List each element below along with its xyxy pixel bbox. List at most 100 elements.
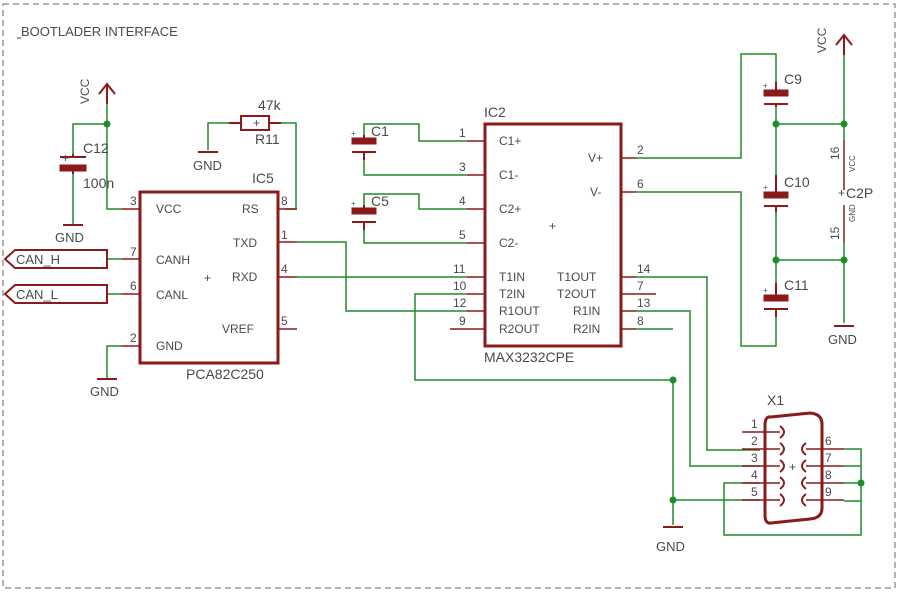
- svg-text:C2P: C2P: [846, 185, 873, 201]
- svg-text:C1: C1: [371, 123, 389, 139]
- svg-text:1: 1: [751, 417, 758, 431]
- resistor-r11: + 47k R11: [229, 97, 282, 147]
- svg-text:100n: 100n: [83, 175, 114, 191]
- svg-text:IC5: IC5: [252, 170, 274, 186]
- capacitor-c12: + C12 100n: [59, 140, 114, 191]
- capacitor-c11: + C11: [763, 277, 809, 317]
- svg-text:8: 8: [637, 314, 644, 328]
- svg-text:4: 4: [459, 194, 466, 208]
- svg-text:+: +: [763, 286, 768, 295]
- capacitor-c5: + C5: [351, 193, 389, 230]
- capacitor-c1: + C1: [351, 123, 389, 160]
- svg-text:3: 3: [751, 451, 758, 465]
- svg-text:T1IN: T1IN: [499, 270, 525, 284]
- svg-text:3: 3: [459, 160, 466, 174]
- svg-text:11: 11: [453, 262, 466, 276]
- c2p-power-pins: 16 15 VCC GND + C2P: [828, 140, 873, 242]
- svg-text:5: 5: [459, 228, 466, 242]
- svg-text:13: 13: [637, 296, 651, 310]
- wires: [72, 53, 862, 536]
- svg-text:+: +: [838, 186, 845, 200]
- svg-text:PCA82C250: PCA82C250: [186, 366, 264, 382]
- svg-text:GND: GND: [55, 230, 84, 245]
- svg-text:2: 2: [130, 331, 137, 345]
- svg-text:+: +: [549, 219, 556, 233]
- capacitor-c9: + C9: [763, 71, 802, 107]
- svg-text:+: +: [204, 271, 211, 285]
- drawing-frame: [2, 3, 896, 589]
- svg-text:2: 2: [637, 143, 644, 157]
- svg-text:8: 8: [281, 194, 288, 208]
- svg-text:6: 6: [637, 177, 644, 191]
- svg-text:CANH: CANH: [156, 253, 190, 267]
- gnd-c12-symbol: GND: [55, 224, 84, 245]
- svg-text:3: 3: [130, 194, 137, 208]
- svg-text:X1: X1: [767, 392, 784, 408]
- svg-text:GND: GND: [193, 158, 222, 173]
- svg-text:CANL: CANL: [156, 288, 188, 302]
- svg-text:10: 10: [453, 279, 467, 293]
- svg-text:RXD: RXD: [232, 270, 258, 284]
- svg-text:+: +: [351, 129, 356, 138]
- svg-text:GND: GND: [90, 384, 119, 399]
- svg-text:1: 1: [459, 126, 466, 140]
- svg-text:R2IN: R2IN: [573, 322, 600, 336]
- svg-text:+: +: [253, 116, 260, 130]
- svg-text:IC2: IC2: [484, 104, 506, 120]
- svg-text:1: 1: [281, 228, 288, 242]
- svg-text:+: +: [763, 81, 768, 90]
- svg-text:C10: C10: [784, 174, 810, 190]
- svg-text:9: 9: [825, 485, 832, 499]
- svg-text:VCC: VCC: [815, 27, 829, 53]
- svg-text:V-: V-: [590, 185, 601, 199]
- svg-text:TXD: TXD: [233, 236, 257, 250]
- svg-text:R2OUT: R2OUT: [499, 322, 540, 336]
- svg-text:C9: C9: [784, 71, 802, 87]
- title-label: BOOTLADER INTERFACE: [21, 24, 178, 39]
- svg-text:T1OUT: T1OUT: [557, 270, 597, 284]
- svg-text:R11: R11: [255, 131, 280, 147]
- svg-text:C11: C11: [784, 277, 809, 293]
- svg-text:15: 15: [828, 226, 842, 240]
- vcc-left-symbol: VCC: [78, 78, 116, 104]
- gnd-right-symbol: GND: [828, 325, 857, 347]
- svg-text:R1OUT: R1OUT: [499, 304, 540, 318]
- gnd-r11-symbol: GND: [193, 151, 222, 173]
- svg-text:9: 9: [459, 314, 466, 328]
- can-l-port: CAN_L: [3, 284, 108, 304]
- svg-text:14: 14: [637, 262, 651, 276]
- svg-text:GND: GND: [156, 339, 183, 353]
- svg-text:VREF: VREF: [222, 322, 254, 336]
- svg-text:VCC: VCC: [848, 155, 857, 172]
- svg-text:4: 4: [281, 262, 288, 276]
- svg-text:GND: GND: [828, 332, 857, 347]
- svg-text:47k: 47k: [258, 97, 282, 113]
- svg-text:8: 8: [825, 468, 832, 482]
- svg-text:RS: RS: [242, 202, 259, 216]
- vcc-right-symbol: VCC: [815, 27, 853, 55]
- svg-text:+: +: [62, 151, 69, 165]
- svg-text:C2+: C2+: [499, 202, 521, 216]
- svg-text:CAN_L: CAN_L: [16, 287, 58, 302]
- svg-text:MAX3232CPE: MAX3232CPE: [484, 349, 574, 365]
- capacitor-c10: + C10: [763, 174, 810, 212]
- svg-text:R1IN: R1IN: [573, 304, 600, 318]
- svg-text:GND: GND: [848, 204, 857, 222]
- svg-text:CAN_H: CAN_H: [16, 252, 60, 267]
- svg-text:5: 5: [281, 314, 288, 328]
- ic5-pca82c250: IC5 PCA82C250 + 3 7 6 2 VCC CANH CANL GN…: [122, 170, 297, 382]
- svg-text:VCC: VCC: [78, 78, 92, 104]
- svg-text:+: +: [763, 183, 768, 192]
- svg-text:6: 6: [825, 434, 832, 448]
- svg-text:16: 16: [828, 146, 842, 160]
- gnd-ic5-symbol: GND: [90, 378, 119, 399]
- svg-text:5: 5: [751, 485, 758, 499]
- svg-text:V+: V+: [588, 151, 603, 165]
- svg-text:C1-: C1-: [499, 168, 518, 182]
- svg-text:C2-: C2-: [499, 236, 518, 250]
- svg-text:C12: C12: [83, 140, 109, 156]
- svg-text:GND: GND: [656, 539, 685, 554]
- svg-text:2: 2: [751, 434, 758, 448]
